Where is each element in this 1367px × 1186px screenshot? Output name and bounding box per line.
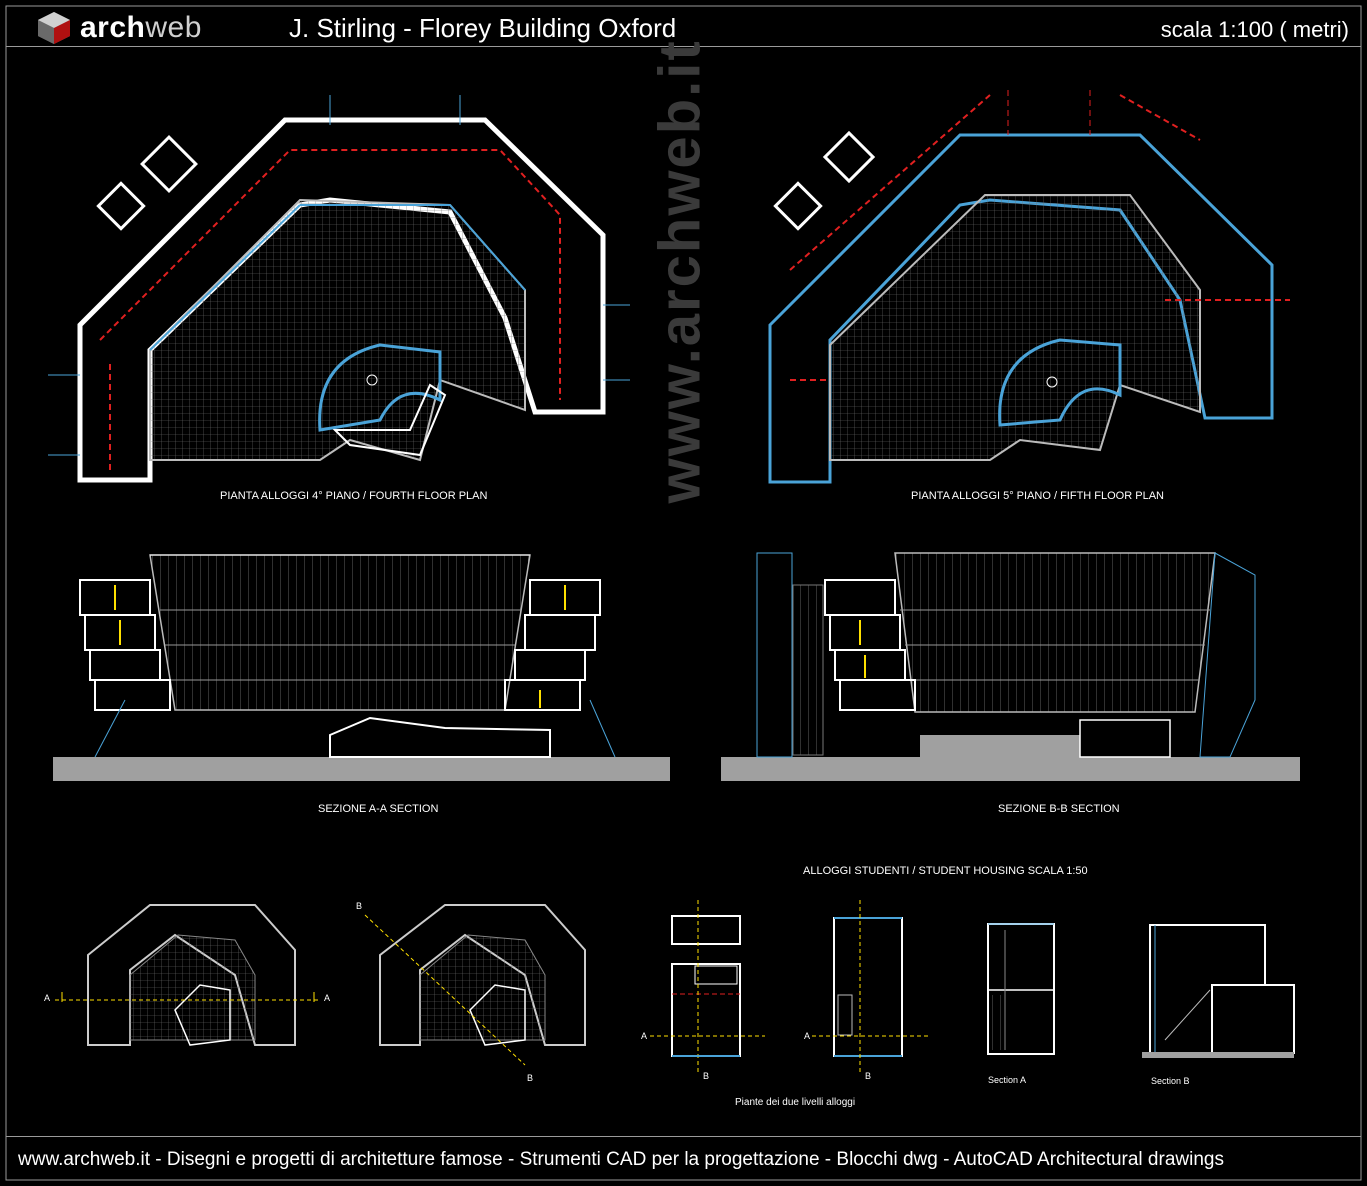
fifth-floor-caption: PIANTA ALLOGGI 5° PIANO / FIFTH FLOOR PL… — [911, 490, 1164, 502]
key-plan-a — [55, 904, 320, 1046]
fourth-floor-plan — [48, 95, 630, 483]
housing-section-a — [987, 923, 1055, 1055]
housing-plan-level-1 — [650, 900, 765, 1075]
section-b-b — [721, 552, 1300, 781]
marker-b-unit2: B — [865, 1071, 872, 1081]
housing-plan-level-2 — [812, 900, 928, 1075]
section-b-small-caption: Section B — [1151, 1076, 1190, 1086]
marker-a-unit2: A — [804, 1031, 811, 1041]
sheet-scale: scala 1:100 ( metri) — [1160, 17, 1349, 42]
marker-a-right: A — [324, 993, 331, 1003]
footer-text: www.archweb.it - Disegni e progetti di a… — [18, 1149, 1224, 1170]
marker-a-left: A — [44, 993, 51, 1003]
two-levels-caption: Piante dei due livelli alloggi — [735, 1097, 856, 1108]
key-plan-b — [364, 904, 586, 1066]
marker-b-unit1: B — [703, 1071, 710, 1081]
sheet-title: J. Stirling - Florey Building Oxford — [289, 13, 677, 43]
fourth-floor-caption: PIANTA ALLOGGI 4° PIANO / FOURTH FLOOR P… — [220, 490, 488, 502]
section-a-small-caption: Section A — [988, 1075, 1027, 1085]
housing-section-b — [1142, 924, 1295, 1058]
section-a-a — [53, 554, 670, 781]
student-housing-caption: ALLOGGI STUDENTI / STUDENT HOUSING SCALA… — [803, 865, 1088, 877]
section-a-caption: SEZIONE A-A SECTION — [318, 803, 439, 815]
marker-b-bottom: B — [527, 1073, 534, 1083]
archweb-cube-icon — [38, 12, 70, 44]
archweb-logo: archweb — [36, 10, 202, 46]
logo-text: archweb — [80, 11, 202, 44]
marker-a-unit1: A — [641, 1031, 648, 1041]
sheet-footer: www.archweb.it - Disegni e progetti di a… — [6, 1136, 1361, 1181]
fifth-floor-plan — [768, 90, 1290, 484]
marker-b-top: B — [356, 901, 363, 911]
sheet-header: archweb J. Stirling - Florey Building Ox… — [6, 6, 1361, 47]
section-b-caption: SEZIONE B-B SECTION — [998, 803, 1120, 815]
